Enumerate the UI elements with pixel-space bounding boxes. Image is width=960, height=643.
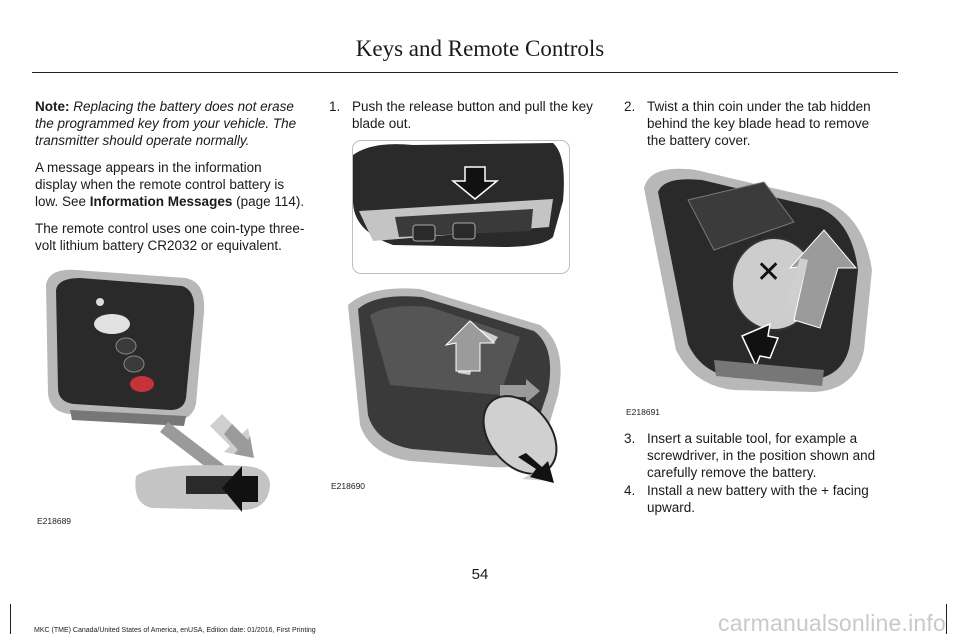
info-message-text: A message appears in the information dis… bbox=[35, 160, 285, 209]
push-down-arrow bbox=[450, 166, 500, 200]
figure-id-1: E218689 bbox=[37, 516, 72, 526]
inset-drawing bbox=[353, 143, 564, 247]
page-reference-text: (page 114). bbox=[232, 194, 305, 209]
info-message-paragraph: A message appears in the information dis… bbox=[35, 159, 305, 210]
crop-mark-left bbox=[10, 604, 11, 634]
watermark: carmanualsonline.info bbox=[718, 610, 946, 636]
lock-button bbox=[96, 298, 104, 306]
pull-direction-arrow bbox=[210, 414, 254, 458]
release-button-inset bbox=[352, 140, 570, 274]
step-number: 1. bbox=[329, 99, 341, 114]
header-divider bbox=[32, 72, 898, 73]
note-text: Replacing the battery does not erase the… bbox=[35, 99, 297, 148]
crop-mark-right bbox=[946, 604, 947, 634]
pry-arrow bbox=[518, 453, 554, 483]
panic-button bbox=[130, 376, 154, 392]
open-fob-figure bbox=[348, 288, 561, 483]
battery-cover bbox=[370, 306, 520, 395]
step-text: Insert a suitable tool, for example a sc… bbox=[647, 431, 876, 480]
lift-battery-arrow bbox=[784, 229, 858, 329]
footer-edition-text: MKC (TME) Canada/United States of Americ… bbox=[34, 627, 316, 634]
figure-id-2: E218690 bbox=[331, 481, 366, 491]
plus-symbol-icon: ✕ bbox=[756, 256, 781, 289]
note-paragraph: Note: Replacing the battery does not era… bbox=[35, 98, 305, 149]
information-messages-link[interactable]: Information Messages bbox=[89, 194, 233, 209]
note-label: Note: bbox=[35, 99, 70, 114]
step-number: 4. bbox=[624, 483, 636, 498]
step-text: Push the release button and pull the key… bbox=[352, 99, 593, 131]
page-number: 54 bbox=[471, 566, 489, 583]
intro-column: Note: Replacing the battery does not era… bbox=[35, 98, 305, 264]
key-fob-figure bbox=[46, 269, 270, 512]
step-number: 2. bbox=[624, 99, 636, 114]
liftgate-button bbox=[123, 355, 145, 373]
step-number: 3. bbox=[624, 431, 636, 446]
contact-plate bbox=[687, 181, 795, 251]
step-text: Install a new battery with the + facing … bbox=[647, 483, 869, 515]
fob-bottom-edge bbox=[70, 410, 186, 426]
page-title: Keys and Remote Controls bbox=[355, 36, 605, 61]
step-text: Twist a thin coin under the tab hidden b… bbox=[647, 99, 871, 148]
figure-id-3: E218691 bbox=[626, 407, 661, 417]
release-button-arrow bbox=[222, 466, 258, 512]
unlock-button bbox=[94, 314, 130, 334]
battery-spec-paragraph: The remote control uses one coin-type th… bbox=[35, 221, 305, 253]
remote-start-button bbox=[115, 337, 137, 355]
cover-lift-arrow bbox=[444, 320, 498, 375]
battery-compartment-figure: ✕ bbox=[644, 168, 872, 392]
